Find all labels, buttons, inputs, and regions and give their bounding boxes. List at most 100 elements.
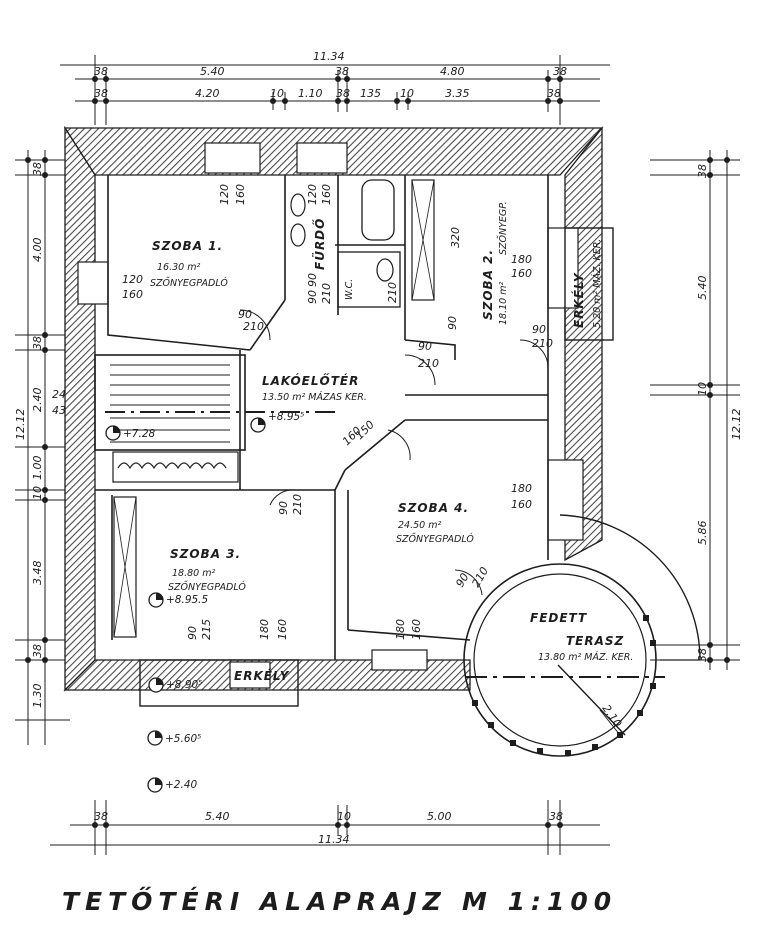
dim-top-row1-2: 38 <box>335 65 349 78</box>
wardrobe-szoba3 <box>113 496 137 638</box>
opening-3: 160 <box>122 288 143 301</box>
dim-top-row2-2: 10 <box>270 87 284 100</box>
round-terrace <box>463 514 701 757</box>
opening-6: 180 <box>511 253 532 266</box>
room-szoba-2-area: 18.10 m² <box>498 282 509 325</box>
opening-22: 180 <box>511 482 532 495</box>
opening-8: 90 <box>238 308 252 321</box>
level-szoba-3: +8.95.5 <box>166 594 209 606</box>
dim-left-total: 12.12 <box>14 409 27 441</box>
dim-left-3: 2.40 <box>31 388 44 413</box>
dim-top-row2-3: 1.10 <box>298 87 323 100</box>
wc-room <box>337 251 401 308</box>
dim-left-4: 1.00 <box>31 456 44 481</box>
level-lower-2: +2.40 <box>165 779 197 791</box>
label-erkely-bottom: ERKÉLY <box>234 668 290 683</box>
label-fedett: FEDETT <box>530 611 587 625</box>
dim-bottom-1: 5.40 <box>205 810 230 823</box>
wall-openings <box>77 142 584 689</box>
opening-13: 210 <box>418 357 439 370</box>
dim-top-row1-1: 5.40 <box>200 65 225 78</box>
opening-16: 90 <box>186 626 199 640</box>
room-szoba-2-floor: SZŐNYEGP. <box>498 201 509 255</box>
opening-1: 160 <box>234 184 247 205</box>
dim-top-row1-4: 38 <box>553 65 567 78</box>
dim-left-1: 4.00 <box>31 238 44 263</box>
room-szoba-1-name: SZOBA 1. <box>152 239 223 253</box>
opening-7: 160 <box>511 267 532 280</box>
drawing-scale: M 1:100 <box>462 887 617 916</box>
dim-left-5: 10 <box>31 486 44 500</box>
dim-left-0: 38 <box>31 162 44 176</box>
opening-4: 120 <box>306 184 319 205</box>
opening-19: 160 <box>276 619 289 640</box>
opening-17: 215 <box>200 619 213 640</box>
room-szoba-4-area: 24.50 m² <box>398 520 441 531</box>
dim-top-row1-3: 4.80 <box>440 65 465 78</box>
door-swings <box>239 309 549 596</box>
room-szoba-4-name: SZOBA 4. <box>398 501 469 515</box>
bottom-dimension-lines <box>50 800 610 855</box>
opening-5: 160 <box>320 184 333 205</box>
room-erkely-right-name: ERKÉLY <box>571 272 586 328</box>
opening-20: 180 <box>394 619 407 640</box>
dim-top-row2-4: 38 <box>336 87 350 100</box>
dim-top-row2-1: 4.20 <box>195 87 220 100</box>
dim-bottom-total: 11.34 <box>318 833 350 846</box>
room-szoba-2-name: SZOBA 2. <box>481 249 495 320</box>
opening-25: 210 <box>469 565 491 590</box>
level-marker-symbols <box>105 417 266 793</box>
room-szoba-4-floor: SZŐNYEGPADLÓ <box>396 533 474 545</box>
label-terrace-diameter: 2.10 <box>600 702 625 730</box>
room-terasz-name: TERASZ <box>566 634 624 648</box>
room-szoba-3-area: 18.80 m² <box>172 568 215 579</box>
outer-walls <box>63 125 604 692</box>
opening-33: 210 <box>386 282 399 303</box>
room-wc-name: W.C. <box>344 279 355 300</box>
dim-bottom-4: 38 <box>549 810 563 823</box>
dim-right-total: 12.12 <box>730 409 743 441</box>
opening-14: 90 <box>277 501 290 515</box>
opening-9: 210 <box>243 320 264 333</box>
level-stair: +7.28 <box>123 428 155 440</box>
dim-right-3: 5.86 <box>696 521 709 546</box>
dim-top-row2-7: 3.35 <box>445 87 470 100</box>
right-dimension-dots <box>707 157 730 663</box>
balcony-bottom <box>139 659 299 707</box>
terrace-posts <box>472 615 656 756</box>
dim-top-row2-6: 10 <box>400 87 414 100</box>
drawing-title: TETŐTÉRI ALAPRAJZ <box>62 886 447 916</box>
dim-bottom-2: 10 <box>337 810 351 823</box>
bathtub <box>361 179 395 241</box>
dim-top-row2-5: 135 <box>360 87 381 100</box>
opening-21: 160 <box>410 619 423 640</box>
dim-bottom-3: 5.00 <box>427 810 452 823</box>
room-terasz-area: 13.80 m² MÁZ. KER. <box>538 651 633 663</box>
planter-foliage <box>117 462 227 470</box>
room-erkely-right-area: 5.20 m² MÁZ. KER. <box>591 239 603 328</box>
dim-left-7: 38 <box>31 644 44 658</box>
level-hall: +8.95⁵ <box>268 411 304 423</box>
opening-26: 320 <box>449 227 462 248</box>
dim-left-2: 38 <box>31 336 44 350</box>
opening-24: 90 <box>453 571 471 590</box>
right-dimension-lines <box>650 150 740 670</box>
opening-18: 180 <box>258 619 271 640</box>
opening-11: 210 <box>320 283 333 304</box>
room-szoba-1-floor: SZŐNYEGPADLÓ <box>150 277 228 289</box>
opening-10: 90 <box>306 290 319 304</box>
level-balcony: +8.90⁵ <box>166 679 202 691</box>
dim-left-6: 3.48 <box>31 561 44 586</box>
dim-top-total: 11.34 <box>313 50 345 63</box>
basin-1 <box>290 193 306 217</box>
dim-bottom-0: 38 <box>94 810 108 823</box>
interior-walls <box>94 175 549 660</box>
top-dimension-dots <box>92 76 563 104</box>
dim-left-8: 1.30 <box>31 684 44 709</box>
opening-15: 210 <box>291 494 304 515</box>
dim-top-row1-0: 38 <box>94 65 108 78</box>
room-lakoeloter-area: 13.50 m² MÁZAS KER. <box>262 391 367 403</box>
room-lakoeloter-name: LAKÓELŐTÉR <box>262 373 359 388</box>
wc-bowl <box>376 258 394 282</box>
